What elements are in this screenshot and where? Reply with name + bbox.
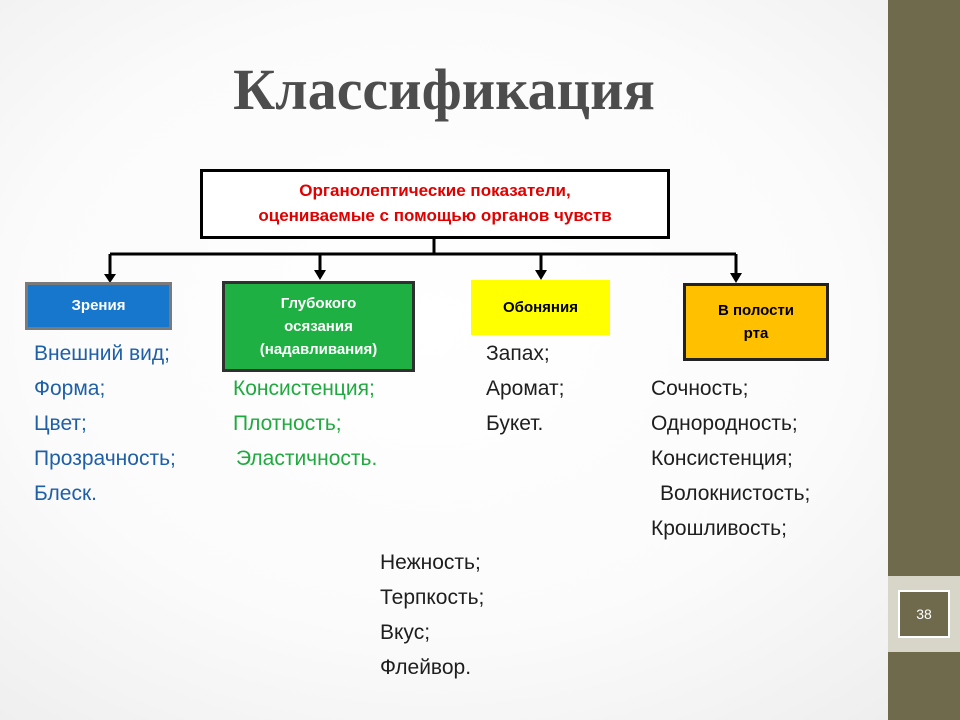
list-item: Вкус; xyxy=(380,621,431,644)
vision-items-list: Внешний вид; Форма; Цвет; Прозрачность; … xyxy=(34,336,176,511)
list-item: Флейвор. xyxy=(380,656,472,679)
arrowhead-vision xyxy=(104,274,116,283)
list-item: Прозрачность; xyxy=(34,447,176,470)
category-label: Зрения xyxy=(71,297,126,315)
page-number: 38 xyxy=(898,590,950,638)
list-item: Консистенция; xyxy=(233,377,375,400)
connector-lines xyxy=(104,239,742,283)
list-item: Блеск. xyxy=(34,482,97,505)
arrowhead-smell xyxy=(535,270,547,280)
category-smell-box: Обоняния xyxy=(471,280,610,335)
list-item: Нежность; xyxy=(380,551,481,574)
arrowhead-touch xyxy=(314,270,326,280)
arrowhead-mouth xyxy=(730,273,742,283)
category-label: (надавливания) xyxy=(259,341,378,359)
list-item: Однородность; xyxy=(651,412,798,435)
mouth-items-list: Сочность; Однородность; Консистенция; Во… xyxy=(651,371,810,546)
touch-items-list: Консистенция; Плотность; Эластичность. xyxy=(233,371,377,476)
taste-items-list: Нежность; Терпкость; Вкус; Флейвор. xyxy=(380,545,484,685)
list-item: Консистенция; xyxy=(651,447,793,470)
category-label: осязания xyxy=(284,317,353,335)
list-item: Аромат; xyxy=(486,377,565,400)
category-touch-box: Глубокого осязания (надавливания) xyxy=(222,281,415,372)
list-item: Внешний вид; xyxy=(34,342,170,365)
root-line: Органолептические показатели, xyxy=(299,181,571,201)
root-line: оцениваемые с помощью органов чувств xyxy=(258,206,612,225)
list-item: Запах; xyxy=(486,342,550,365)
list-item: Эластичность. xyxy=(236,447,378,470)
smell-items-list: Запах; Аромат; Букет. xyxy=(486,336,564,441)
list-item: Сочность; xyxy=(651,377,749,400)
category-label: Глубокого xyxy=(280,294,357,312)
list-item: Плотность; xyxy=(233,412,342,435)
category-vision-box: Зрения xyxy=(25,282,172,330)
list-item: Терпкость; xyxy=(380,586,485,609)
slide-title: Классификация xyxy=(233,57,655,122)
category-mouth-box: В полости рта xyxy=(683,283,829,361)
list-item: Букет. xyxy=(486,412,544,435)
list-item: Форма; xyxy=(34,377,106,400)
root-box: Органолептические показатели, оцениваемы… xyxy=(200,169,670,239)
list-item: Крошливость; xyxy=(651,517,787,540)
category-label: рта xyxy=(743,325,769,342)
list-item: Цвет; xyxy=(34,412,87,435)
category-label: В полости xyxy=(717,301,795,319)
list-item: Волокнистость; xyxy=(660,482,811,505)
category-label: Обоняния xyxy=(503,298,578,316)
